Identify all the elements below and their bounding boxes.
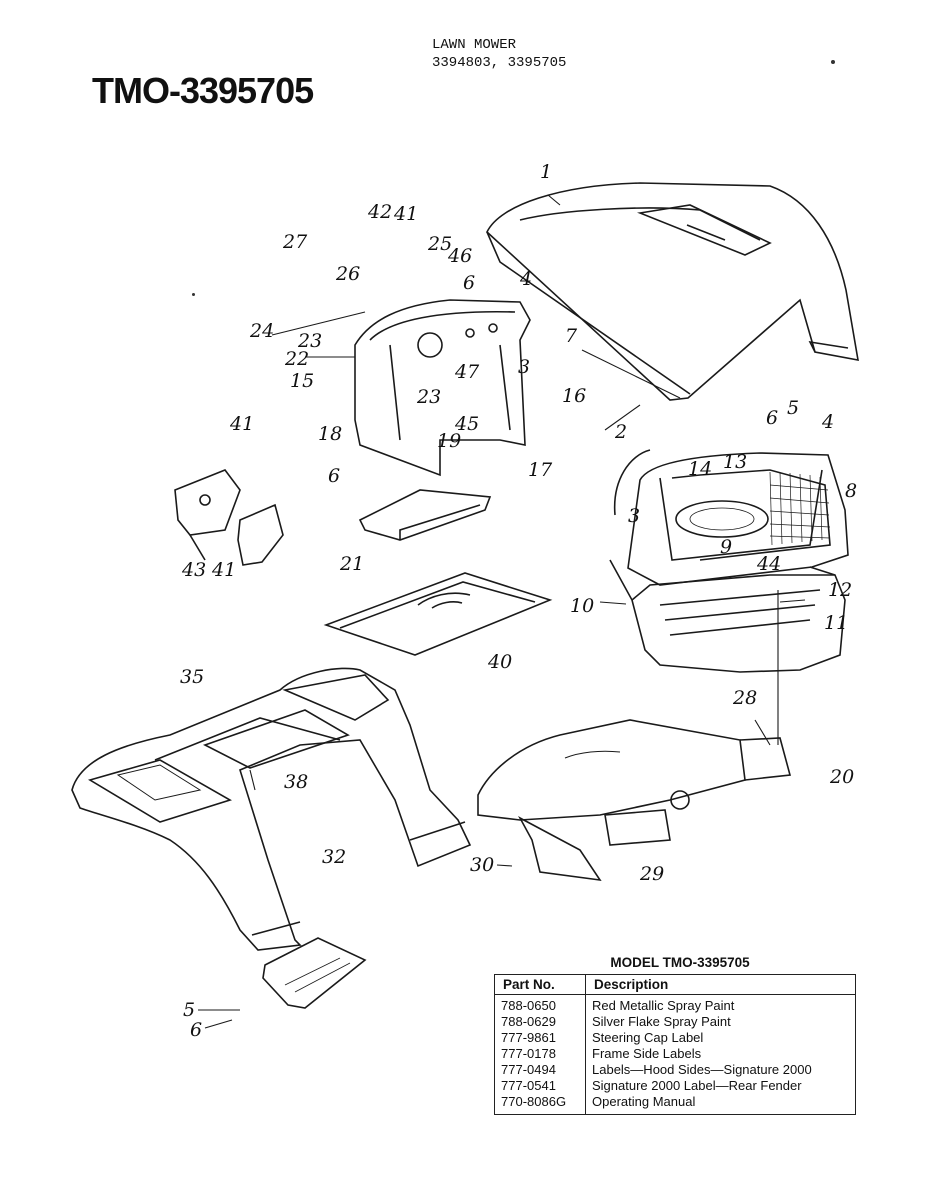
callout-21: 21 <box>339 553 364 575</box>
callout-41: 41 <box>211 559 236 581</box>
table-row: 777-0494 Labels—Hood Sides—Signature 200… <box>494 1062 856 1078</box>
callout-32: 32 <box>322 846 346 868</box>
callout-20: 20 <box>829 766 854 788</box>
callout-43: 43 <box>181 559 206 581</box>
part-description: Silver Flake Spray Paint <box>592 1014 731 1029</box>
scan-speck <box>831 60 835 64</box>
callout-3: 3 <box>628 505 640 527</box>
callout-10: 10 <box>570 595 594 617</box>
callout-24: 24 <box>249 320 274 342</box>
parts-list: MODEL TMO-3395705 Part No. Description 7… <box>494 955 856 1115</box>
rear-fender <box>71 667 472 951</box>
callout-14: 14 <box>688 458 712 480</box>
table-row: 770-8086G Operating Manual <box>494 1094 856 1115</box>
callout-6: 6 <box>766 407 778 429</box>
callout-19: 19 <box>437 430 461 452</box>
callout-8: 8 <box>845 480 857 502</box>
callout-26: 26 <box>335 263 360 285</box>
callout-3: 3 <box>518 356 530 378</box>
header-block: LAWN MOWER 3394803, 3395705 <box>432 36 566 72</box>
callout-23: 23 <box>416 386 441 408</box>
callout-27: 27 <box>282 231 308 253</box>
model-numbers: 3394803, 3395705 <box>432 55 567 71</box>
scan-speck <box>192 293 195 296</box>
table-row: 788-0629 Silver Flake Spray Paint <box>494 1014 856 1030</box>
part-number: 777-0494 <box>494 1062 586 1078</box>
callout-6: 6 <box>328 465 340 487</box>
callout-44: 44 <box>756 553 781 575</box>
page-title: TMO-3395705 <box>92 70 314 111</box>
table-row: 788-0650 Red Metallic Spray Paint <box>494 994 856 1014</box>
callout-47: 47 <box>454 361 480 383</box>
callout-41: 41 <box>393 203 418 225</box>
part-number: 788-0650 <box>494 994 586 1014</box>
column-header-description: Description <box>585 974 856 995</box>
part-description: Red Metallic Spray Paint <box>592 998 735 1013</box>
part-description: Frame Side Labels <box>592 1046 702 1061</box>
part-number: 777-0178 <box>494 1046 586 1062</box>
part-number: 777-0541 <box>494 1078 586 1094</box>
callout-15: 15 <box>290 370 314 392</box>
callout-12: 12 <box>828 579 852 601</box>
floor-plate <box>323 572 553 656</box>
table-row: 777-0178 Frame Side Labels <box>494 1046 856 1062</box>
callout-7: 7 <box>565 325 578 347</box>
callout-22: 22 <box>284 348 309 370</box>
column-header-part-no: Part No. <box>494 974 586 995</box>
callout-42: 42 <box>367 201 392 223</box>
part-description: Signature 2000 Label—Rear Fender <box>592 1078 802 1093</box>
table-row: 777-9861 Steering Cap Label <box>494 1030 856 1046</box>
footrest <box>262 937 367 1009</box>
part-number: 777-9861 <box>494 1030 586 1046</box>
callout-35: 35 <box>180 666 204 688</box>
callout-18: 18 <box>318 423 342 445</box>
callout-29: 29 <box>639 863 664 885</box>
hood <box>486 182 859 401</box>
callout-28: 28 <box>732 687 757 709</box>
frame <box>477 719 792 882</box>
callout-17: 17 <box>528 459 553 481</box>
part-description: Steering Cap Label <box>592 1030 704 1045</box>
callout-23: 23 <box>297 330 322 352</box>
part-number: 770-8086G <box>494 1094 586 1115</box>
callout-4: 4 <box>519 268 532 290</box>
callout-9: 9 <box>720 536 732 558</box>
callout-45: 45 <box>454 413 479 435</box>
callout-5: 5 <box>183 999 195 1021</box>
parts-table-title: MODEL TMO-3395705 <box>610 955 750 970</box>
callout-25: 25 <box>427 233 452 255</box>
callout-1: 1 <box>540 161 552 183</box>
callout-40: 40 <box>487 651 512 673</box>
callout-38: 38 <box>284 771 308 793</box>
part-number: 788-0629 <box>494 1014 586 1030</box>
dash-panel <box>354 299 531 477</box>
callout-5: 5 <box>787 397 799 419</box>
callout-6: 6 <box>463 272 475 294</box>
callout-41: 41 <box>229 413 254 435</box>
battery-tray <box>358 489 492 541</box>
side-brackets <box>174 469 284 566</box>
grille-nose <box>609 449 849 673</box>
parts-table: Part No. Description 788-0650 Red Metall… <box>494 974 856 1115</box>
callout-13: 13 <box>723 451 747 473</box>
callout-2: 2 <box>614 421 627 443</box>
callout-16: 16 <box>562 385 586 407</box>
leader-lines <box>198 194 806 1029</box>
callout-46: 46 <box>447 245 472 267</box>
callout-11: 11 <box>824 612 848 634</box>
callout-6: 6 <box>190 1019 202 1041</box>
callout-30: 30 <box>470 854 494 876</box>
table-row: 777-0541 Signature 2000 Label—Rear Fende… <box>494 1078 856 1094</box>
part-description: Operating Manual <box>592 1094 696 1109</box>
callout-4: 4 <box>821 411 834 433</box>
product-name: LAWN MOWER <box>432 37 517 53</box>
part-description: Labels—Hood Sides—Signature 2000 <box>592 1062 812 1077</box>
